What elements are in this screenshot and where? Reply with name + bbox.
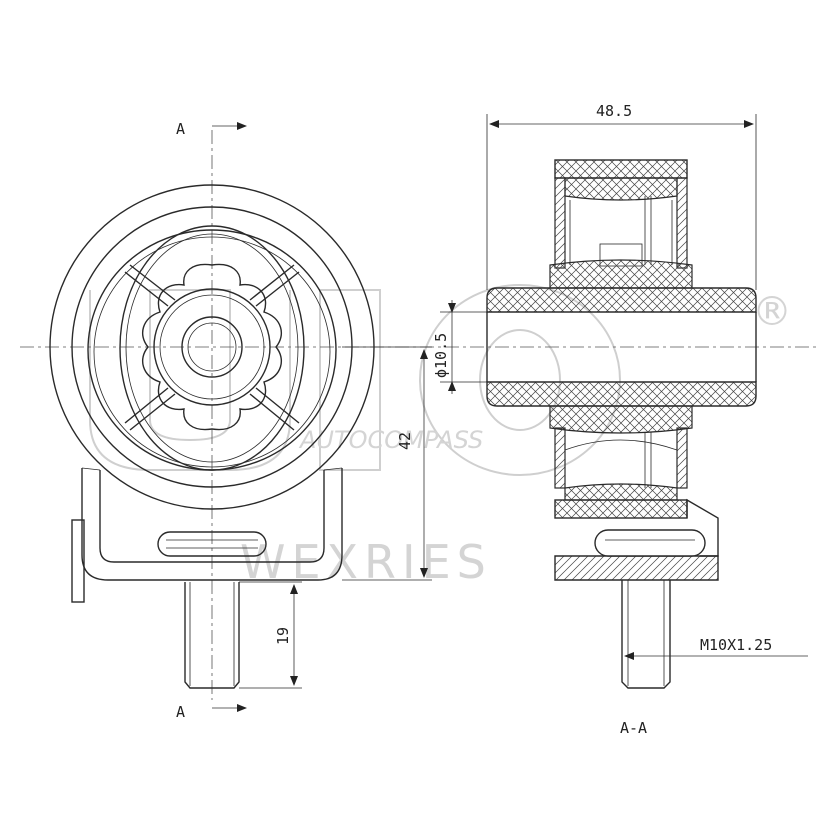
section-view-label: A-A — [620, 719, 647, 737]
dimension-stud-length: 19 — [239, 581, 302, 689]
section-view: 48.5 — [432, 102, 808, 737]
watermark-registered: ® — [752, 289, 792, 335]
dimension-width-value: 48.5 — [596, 102, 632, 120]
section-markers: A A — [176, 120, 247, 721]
dimension-height-value: 42 — [396, 432, 414, 450]
dimension-thread-value: M10X1.25 — [700, 636, 772, 654]
dimension-bore-value: ϕ10.5 — [432, 333, 450, 378]
center-lines — [20, 130, 820, 700]
dimension-stud-length-value: 19 — [274, 627, 292, 645]
watermark-brand-top: AUTOCOMPASS — [298, 426, 483, 454]
dimension-height: 42 — [342, 346, 432, 581]
section-label-bottom: A — [176, 703, 185, 721]
section-label-top: A — [176, 120, 185, 138]
